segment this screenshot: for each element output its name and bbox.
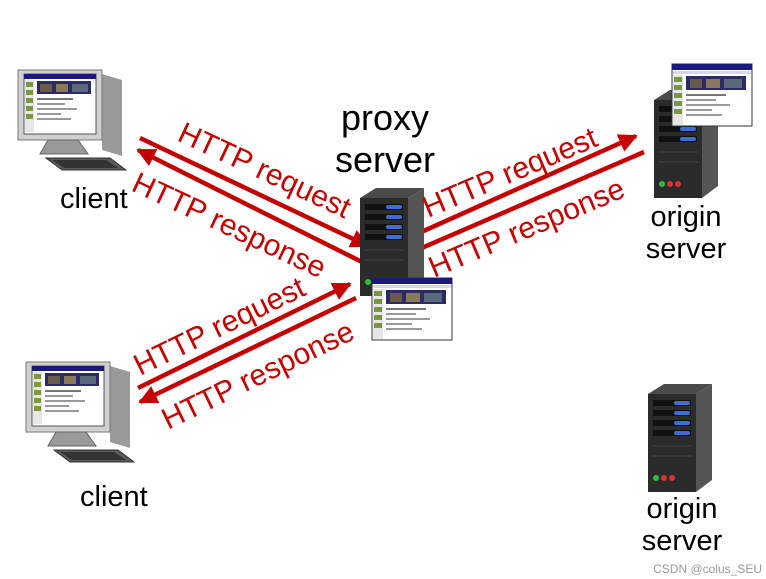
origin-bottom-label: origin server: [641, 493, 723, 557]
origin-top-web-page-icon: [671, 63, 753, 127]
client-top-computer-icon: [17, 69, 127, 171]
bottom-left-response-arrow: [138, 295, 357, 405]
origin-bottom-server-icon: [647, 383, 713, 493]
client-bottom-label: client: [80, 481, 148, 513]
bottom-left-request-arrow: [137, 281, 352, 391]
client-top-label: client: [60, 183, 128, 215]
proxy-server-label: proxy server: [334, 97, 436, 181]
watermark: CSDN @colus_SEU: [653, 562, 762, 576]
top-left-request-arrow: [139, 135, 370, 249]
top-left-response-arrow: [136, 147, 364, 265]
origin-top-label: origin server: [645, 201, 727, 265]
proxy-web-page-icon: [371, 277, 453, 341]
client-bottom-computer-icon: [25, 361, 135, 463]
